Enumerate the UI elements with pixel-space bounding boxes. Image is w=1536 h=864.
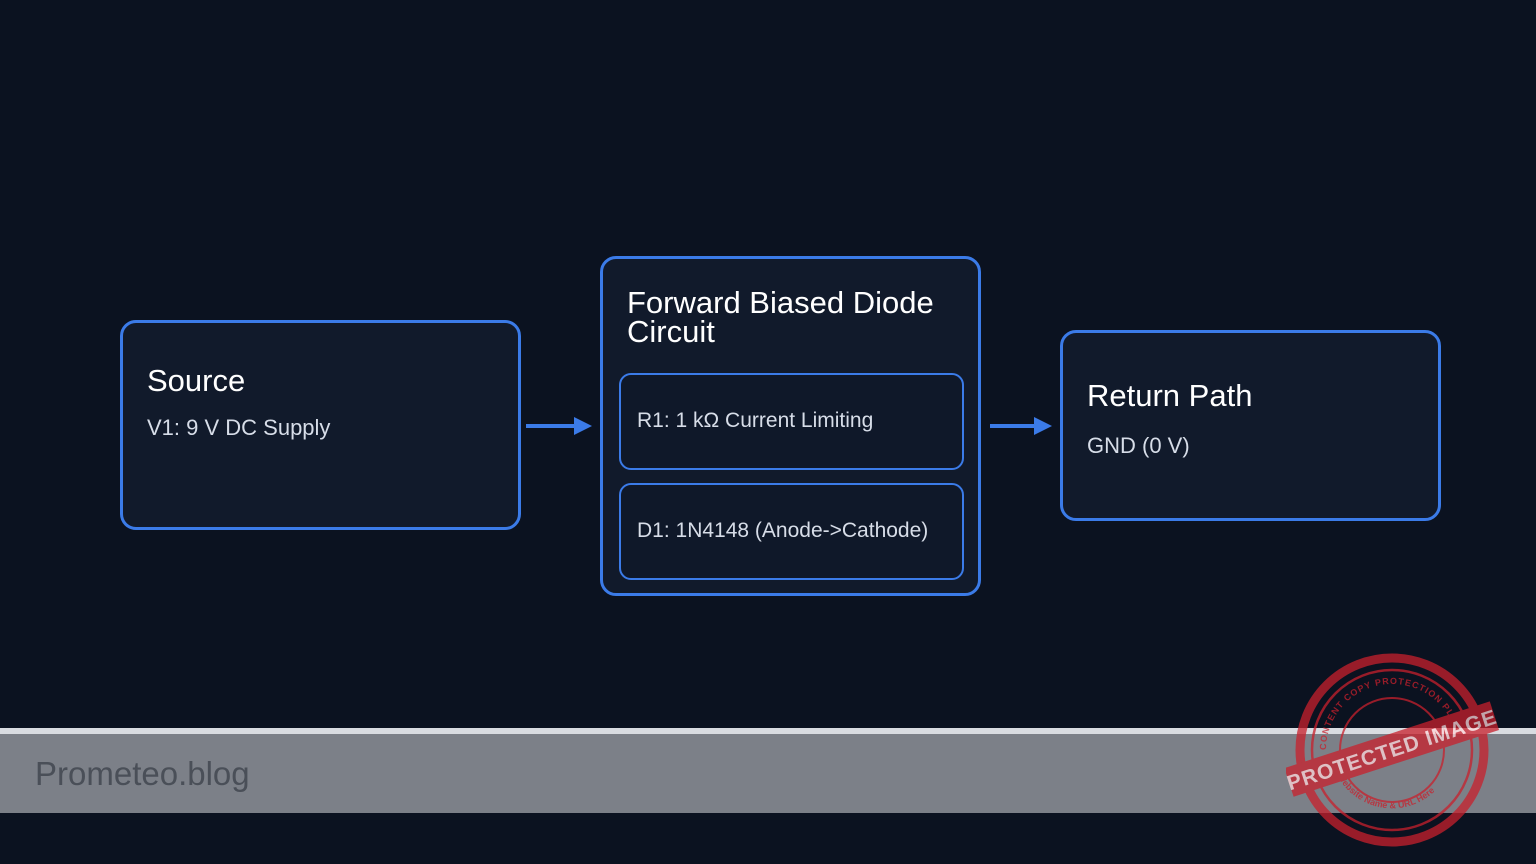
source-subtitle: V1: 9 V DC Supply xyxy=(147,415,331,440)
source-title: Source xyxy=(147,363,246,398)
footer-site-name[interactable]: Prometeo.blog xyxy=(35,755,250,792)
component-resistor-label: R1: 1 kΩ Current Limiting xyxy=(637,409,874,432)
footer-divider xyxy=(0,728,1536,734)
return-path-block: Return Path GND (0 V) xyxy=(1060,330,1441,521)
source-block: Source V1: 9 V DC Supply xyxy=(120,320,521,530)
component-diode-label: D1: 1N4148 (Anode->Cathode) xyxy=(637,519,929,542)
component-diode: D1: 1N4148 (Anode->Cathode) xyxy=(619,483,964,580)
component-resistor: R1: 1 kΩ Current Limiting xyxy=(619,373,964,470)
circuit-group: Forward Biased Diode Circuit R1: 1 kΩ Cu… xyxy=(600,256,981,596)
return-path-subtitle: GND (0 V) xyxy=(1087,433,1190,458)
footer-bar: Prometeo.blog xyxy=(0,734,1536,813)
return-path-title: Return Path xyxy=(1087,378,1253,413)
arrow-circuit-to-return xyxy=(990,417,1052,435)
protected-image-stamp-icon: CONTENT COPY PROTECTION PLUGIN My Websit… xyxy=(1286,653,1500,847)
circuit-title-line1: Forward Biased Diode xyxy=(627,285,934,320)
arrow-source-to-circuit xyxy=(526,417,592,435)
circuit-title-line2: Circuit xyxy=(627,314,715,349)
